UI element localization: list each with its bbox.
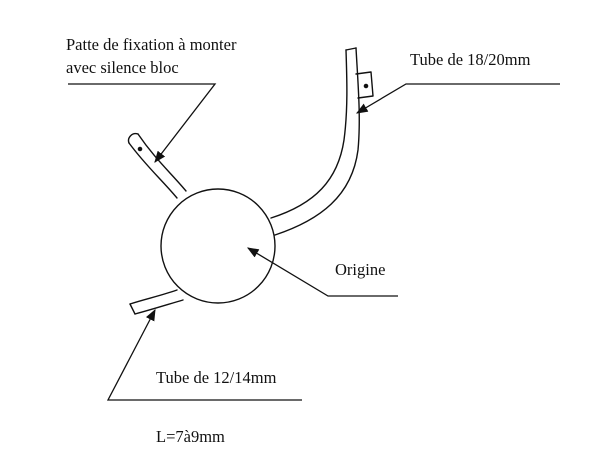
bracket-label-line1: Patte de fixation à monter xyxy=(66,35,237,54)
leader-bracket xyxy=(68,84,215,163)
leader-small-tube xyxy=(108,308,302,400)
leader-large-tube xyxy=(355,84,560,114)
bracket-label-line2: avec silence bloc xyxy=(66,58,179,77)
bracket-hole xyxy=(138,147,141,150)
mounting-bracket xyxy=(129,134,186,198)
leader-origin xyxy=(246,247,398,296)
large-tube-label: Tube de 18/20mm xyxy=(410,50,531,69)
origin-label: Origine xyxy=(335,260,386,279)
tab-hole xyxy=(364,84,367,87)
origin-sphere xyxy=(161,189,275,303)
tube-mounting-tab xyxy=(356,72,373,98)
large-tube xyxy=(271,48,373,235)
length-label: L=7à9mm xyxy=(156,427,225,446)
small-tube xyxy=(130,290,183,314)
small-tube-label: Tube de 12/14mm xyxy=(156,368,277,387)
